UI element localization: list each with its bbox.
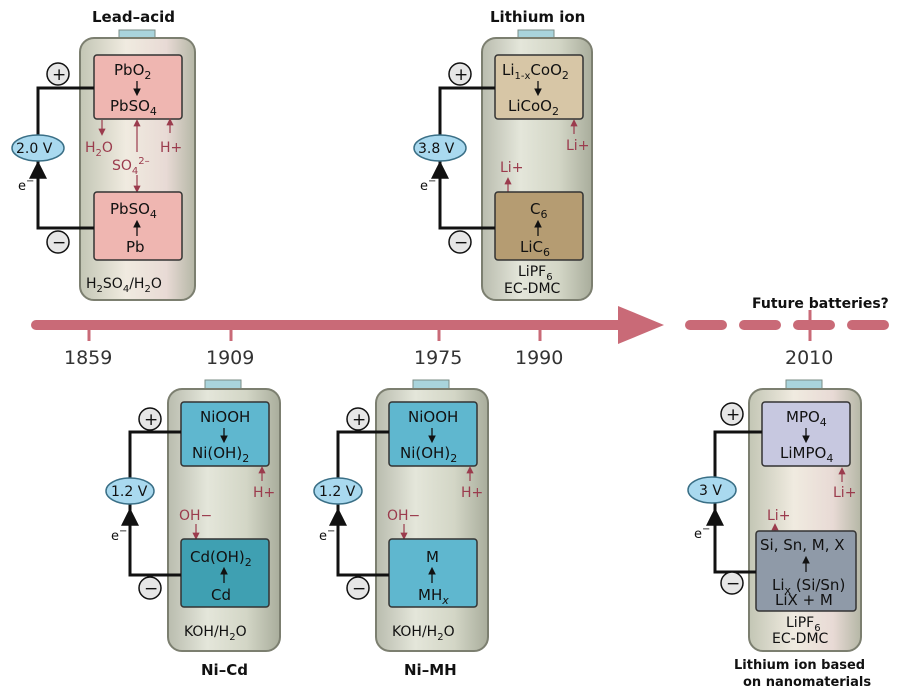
lithium-ion-plus-sign: + [454, 65, 468, 85]
lithium-ion-cathode-charged: Li1-xCoO2 [502, 61, 569, 82]
lithium-ion-voltage-badge [413, 134, 467, 162]
lead-acid-plus-sign: + [52, 65, 66, 85]
lead-acid-ion-h: H+ [160, 140, 182, 156]
year-1909: 1909 [206, 347, 254, 369]
lithium-ion-cathode-discharged: LiCoO2 [508, 97, 559, 118]
lead-acid-voltage: 2.0 V [16, 141, 53, 157]
ni-cd-voltage-badge [105, 477, 155, 505]
nano-cathode-discharged: LiMPO4 [780, 444, 833, 465]
lithium-ion-minus-terminal [448, 230, 472, 254]
lithium-ion-anode-discharged: LiC6 [520, 238, 550, 259]
nano-cathode-charged: MPO4 [786, 408, 827, 429]
battery-nanomaterials: MPO4 LiMPO4 Li+ Li+ Si, Sn, M, X Lix (Si… [687, 379, 871, 690]
lead-acid-ion-water: H2O [85, 140, 113, 159]
lead-acid-cathode-charged: PbO2 [114, 61, 151, 82]
lithium-ion-electrolyte-solvent: EC-DMC [504, 281, 561, 297]
ni-mh-ion-top: H+ [461, 485, 483, 501]
nano-ion-top: Li+ [833, 485, 856, 501]
lithium-ion-voltage: 3.8 V [418, 141, 455, 157]
nano-anode-discharged-1: Lix (Si/Sn) [772, 576, 845, 597]
ni-mh-anode-charged: M [426, 548, 439, 566]
nano-plus-sign: + [726, 405, 740, 425]
lithium-ion-ion-top: Li+ [566, 138, 589, 154]
nano-title-line2: on nanomaterials [743, 675, 871, 690]
year-2010: 2010 [785, 347, 833, 369]
future-batteries-label: Future batteries? [752, 296, 889, 312]
lead-acid-title: Lead–acid [92, 8, 175, 26]
ni-mh-minus-terminal [346, 576, 370, 600]
lithium-ion-plus-terminal [448, 62, 472, 86]
nano-electrolyte-salt: LiPF6 [786, 615, 821, 634]
nano-minus-sign: − [726, 574, 740, 594]
nano-title-line1: Lithium ion based [734, 658, 865, 673]
ni-cd-anode-discharged: Cd(OH)2 [190, 548, 252, 569]
battery-ni-mh: NiOOH Ni(OH)2 H+ OH− M MHx KOH/H2O Ni–MH… [313, 379, 489, 679]
ni-mh-electron: e− [319, 526, 335, 544]
ni-cd-cathode-discharged: Ni(OH)2 [192, 444, 249, 465]
nano-voltage: 3 V [699, 483, 722, 499]
lithium-ion-title: Lithium ion [490, 8, 585, 26]
ni-mh-minus-sign: − [352, 579, 366, 599]
nano-electron: e− [694, 524, 710, 542]
timeline: 1859 1909 1975 1990 2010 Future batterie… [31, 296, 889, 369]
ni-cd-plus-terminal [138, 407, 162, 431]
ni-cd-ion-bot: OH− [179, 508, 212, 524]
lead-acid-cathode-discharged: PbSO4 [110, 97, 157, 118]
lithium-ion-electron: e− [420, 176, 436, 194]
year-1975: 1975 [414, 347, 462, 369]
lithium-ion-anode-charged: C6 [530, 200, 547, 221]
ni-cd-electron: e− [111, 526, 127, 544]
ni-mh-electrolyte: KOH/H2O [392, 624, 455, 643]
ni-cd-cathode-charged: NiOOH [200, 408, 250, 426]
ni-mh-plus-terminal [346, 407, 370, 431]
ni-cd-minus-sign: − [144, 579, 158, 599]
lead-acid-electron: e− [18, 176, 34, 194]
ni-mh-cathode-box [388, 401, 478, 467]
lead-acid-anode-charged: Pb [126, 238, 145, 256]
battery-lithium-ion: Lithium ion Li1-xCoO2 LiCoO2 Li+ Li+ C6 … [413, 8, 593, 301]
lead-acid-minus-terminal [46, 230, 70, 254]
ni-mh-title: Ni–MH [404, 661, 457, 679]
lead-acid-electrolyte: H2SO4/H2O [86, 276, 162, 295]
nano-voltage-badge [687, 476, 737, 504]
nano-anode-discharged-2: LiX + M [775, 591, 833, 609]
ni-mh-ion-bot: OH− [387, 508, 420, 524]
nano-anode-charged: Si, Sn, M, X [760, 536, 845, 554]
lead-acid-plus-terminal [46, 62, 70, 86]
lead-acid-voltage-badge [11, 134, 65, 162]
battery-lead-acid: Lead–acid PbO2 PbSO4 H2O H+ SO42– PbSO4 … [11, 8, 196, 301]
ni-cd-anode-charged: Cd [211, 586, 231, 604]
ni-mh-voltage-badge [313, 477, 363, 505]
ni-cd-ion-top: H+ [253, 485, 275, 501]
ni-cd-electrolyte: KOH/H2O [184, 624, 247, 643]
lithium-ion-ion-bot: Li+ [500, 160, 523, 176]
lithium-ion-electrolyte-salt: LiPF6 [518, 264, 553, 283]
nano-minus-terminal [720, 571, 744, 595]
lead-acid-minus-sign: − [52, 233, 66, 253]
nano-ion-bot: Li+ [767, 508, 790, 524]
lead-acid-anode-discharged: PbSO4 [110, 200, 157, 221]
lithium-ion-minus-sign: − [454, 233, 468, 253]
timeline-arrow-head [618, 306, 664, 344]
ni-cd-cathode-box [180, 401, 270, 467]
nano-plus-terminal [720, 402, 744, 426]
year-1990: 1990 [515, 347, 563, 369]
ni-cd-title: Ni–Cd [201, 661, 248, 679]
ni-cd-plus-sign: + [144, 410, 158, 430]
ni-mh-voltage: 1.2 V [319, 484, 356, 500]
battery-ni-cd: NiOOH Ni(OH)2 H+ OH− Cd(OH)2 Cd KOH/H2O … [105, 379, 281, 679]
ni-mh-cathode-discharged: Ni(OH)2 [400, 444, 457, 465]
lead-acid-ion-sulfate: SO42– [112, 156, 150, 177]
year-1859: 1859 [64, 347, 112, 369]
ni-cd-voltage: 1.2 V [111, 484, 148, 500]
ni-cd-minus-terminal [138, 576, 162, 600]
nano-electrolyte-solvent: EC-DMC [772, 631, 829, 647]
ni-mh-anode-discharged: MHx [418, 586, 449, 607]
ni-mh-plus-sign: + [352, 410, 366, 430]
ni-mh-cathode-charged: NiOOH [408, 408, 458, 426]
